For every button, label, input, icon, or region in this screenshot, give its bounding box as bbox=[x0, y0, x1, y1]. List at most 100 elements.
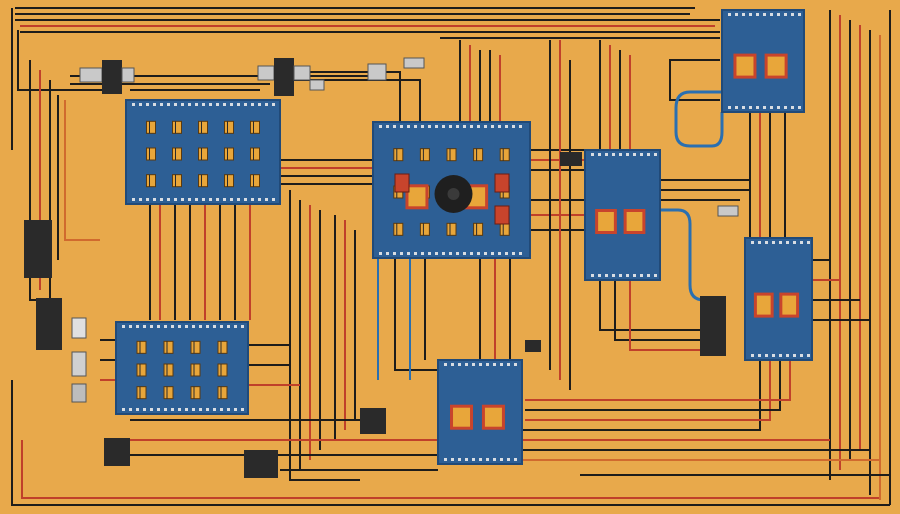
pin bbox=[770, 13, 773, 16]
board-bottom-left bbox=[115, 321, 249, 415]
pin bbox=[800, 354, 803, 357]
chip bbox=[224, 147, 234, 161]
boards bbox=[115, 9, 813, 465]
chip bbox=[217, 363, 228, 377]
pin bbox=[777, 106, 780, 109]
pin bbox=[444, 458, 447, 461]
chip bbox=[146, 120, 156, 134]
pin bbox=[751, 354, 754, 357]
chip bbox=[198, 174, 208, 188]
pin bbox=[470, 125, 473, 128]
pin bbox=[188, 103, 191, 106]
pin bbox=[153, 103, 156, 106]
chip bbox=[250, 174, 260, 188]
chip bbox=[136, 386, 147, 400]
wire-blue-right bbox=[660, 208, 705, 302]
relay bbox=[481, 404, 505, 430]
pin bbox=[772, 354, 775, 357]
chip bbox=[163, 340, 174, 354]
pin bbox=[458, 458, 461, 461]
pin bbox=[251, 103, 254, 106]
relay-left-2 bbox=[36, 298, 62, 350]
pin bbox=[647, 153, 650, 156]
switch-left-1 bbox=[71, 317, 87, 339]
pin bbox=[237, 103, 240, 106]
relay bbox=[405, 184, 429, 210]
pin bbox=[206, 408, 209, 411]
pin bbox=[216, 198, 219, 201]
pin bbox=[458, 363, 461, 366]
pin bbox=[777, 13, 780, 16]
pin bbox=[157, 408, 160, 411]
pin bbox=[171, 325, 174, 328]
pin bbox=[178, 408, 181, 411]
pin bbox=[449, 252, 452, 255]
pin bbox=[153, 198, 156, 201]
pin bbox=[129, 325, 132, 328]
wire-top-center-2 bbox=[300, 71, 401, 125]
pin bbox=[122, 325, 125, 328]
pin bbox=[241, 325, 244, 328]
pin bbox=[598, 274, 601, 277]
board-top-left bbox=[125, 99, 281, 205]
pin bbox=[479, 363, 482, 366]
pin bbox=[199, 325, 202, 328]
pin bbox=[735, 13, 738, 16]
pin bbox=[779, 354, 782, 357]
pin bbox=[591, 153, 594, 156]
pin bbox=[150, 408, 153, 411]
pin bbox=[498, 125, 501, 128]
chip bbox=[163, 386, 174, 400]
chip bbox=[198, 120, 208, 134]
pin bbox=[234, 408, 237, 411]
wire-rb-down-4 bbox=[525, 360, 791, 401]
pin bbox=[784, 106, 787, 109]
pin bbox=[619, 153, 622, 156]
pin bbox=[272, 103, 275, 106]
pin bbox=[470, 252, 473, 255]
connector-top-left-1 bbox=[79, 60, 135, 94]
chip bbox=[136, 363, 147, 377]
pin bbox=[150, 325, 153, 328]
pin bbox=[192, 408, 195, 411]
pin bbox=[206, 325, 209, 328]
pin bbox=[749, 13, 752, 16]
chip bbox=[190, 386, 201, 400]
chip bbox=[190, 340, 201, 354]
pin bbox=[793, 241, 796, 244]
pin bbox=[428, 252, 431, 255]
connector-bottom-2 bbox=[244, 450, 278, 478]
pin bbox=[605, 274, 608, 277]
pin bbox=[178, 325, 181, 328]
pin bbox=[456, 252, 459, 255]
pin bbox=[164, 408, 167, 411]
wire-left-vertical bbox=[11, 8, 110, 150]
pin bbox=[213, 408, 216, 411]
pin bbox=[223, 103, 226, 106]
pin bbox=[756, 13, 759, 16]
relay bbox=[595, 209, 617, 234]
chip bbox=[146, 147, 156, 161]
pin bbox=[763, 13, 766, 16]
pin bbox=[386, 252, 389, 255]
pin bbox=[195, 198, 198, 201]
pin bbox=[477, 125, 480, 128]
pin bbox=[174, 103, 177, 106]
pin bbox=[505, 252, 508, 255]
wire-blue-loop-top-right bbox=[674, 90, 724, 148]
wire-top-to-center bbox=[290, 79, 421, 125]
pin bbox=[185, 325, 188, 328]
pin bbox=[171, 408, 174, 411]
pin bbox=[244, 103, 247, 106]
pin bbox=[612, 274, 615, 277]
connector-top-center bbox=[309, 57, 425, 91]
wire-mr-down-3 bbox=[629, 280, 700, 351]
pin bbox=[619, 274, 622, 277]
pin bbox=[479, 458, 482, 461]
board-mid-right bbox=[584, 149, 661, 281]
pin bbox=[477, 252, 480, 255]
pin bbox=[146, 103, 149, 106]
pin bbox=[188, 198, 191, 201]
chip bbox=[172, 120, 182, 134]
pin bbox=[491, 252, 494, 255]
